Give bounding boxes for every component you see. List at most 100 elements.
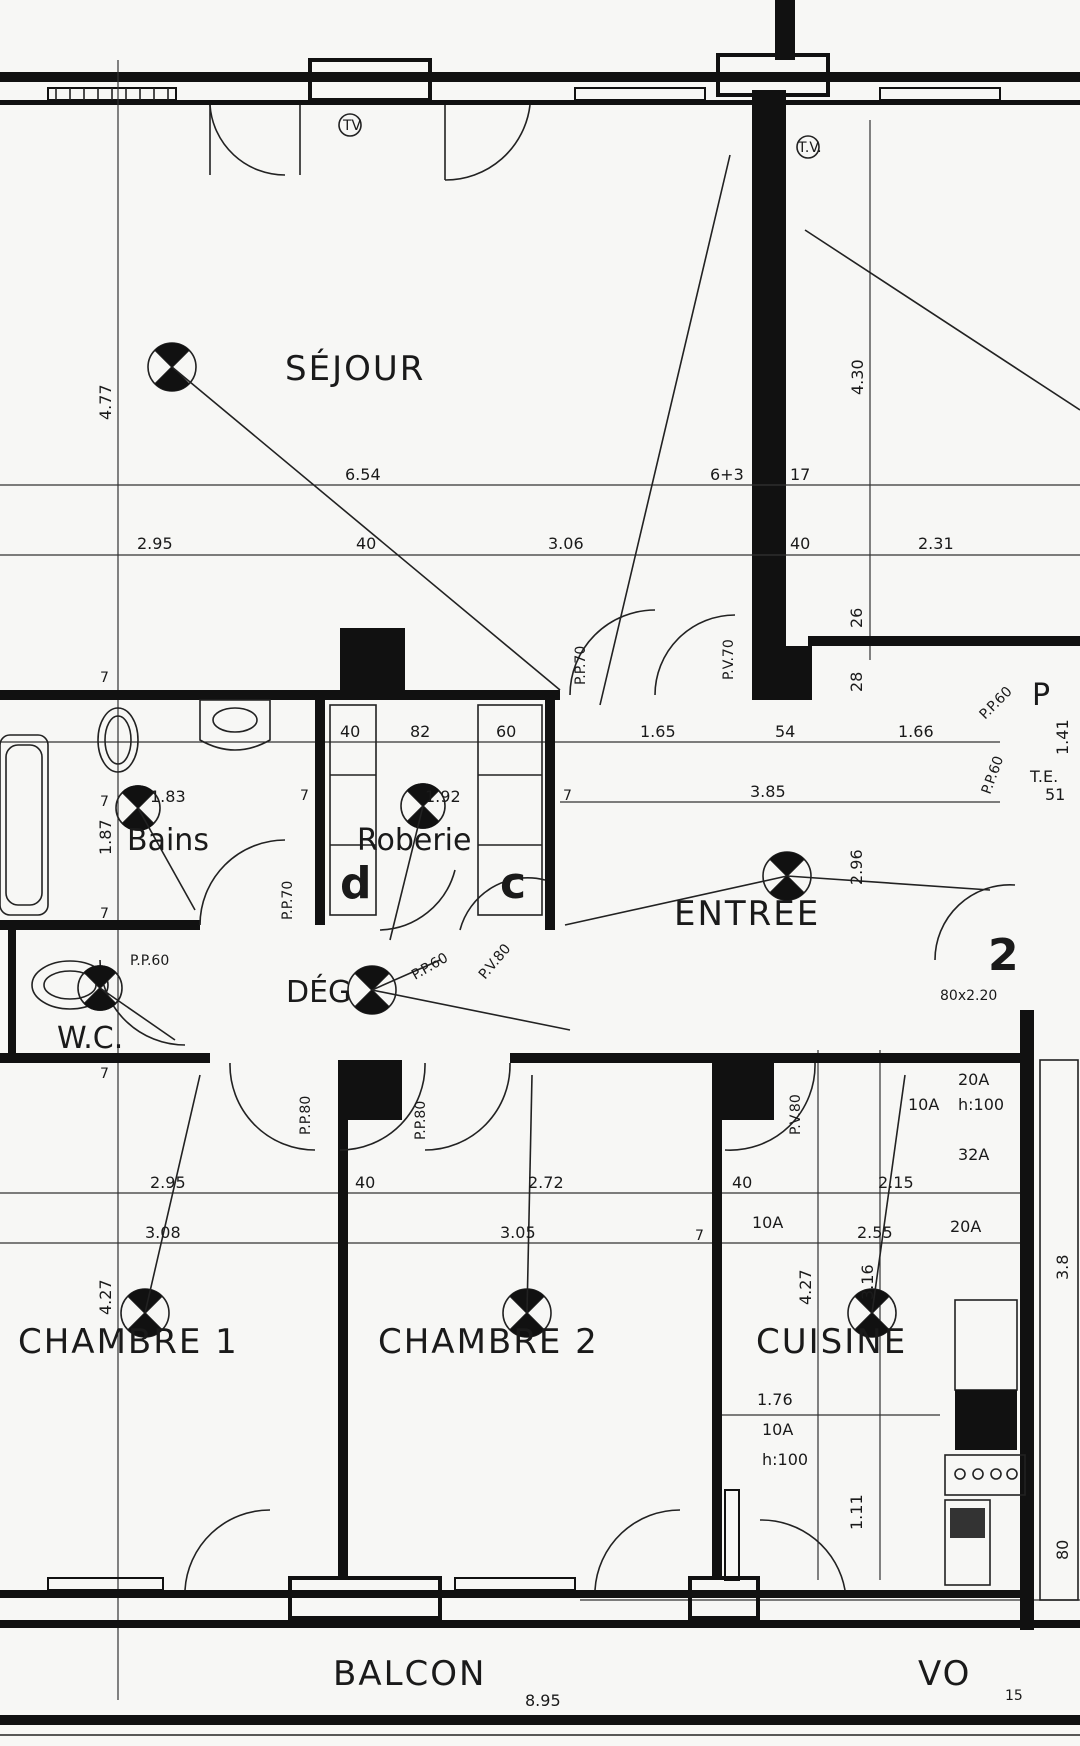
marker-c: c xyxy=(500,858,526,909)
electrical-label: h:100 xyxy=(762,1450,808,1469)
dimension-label: 82 xyxy=(410,722,430,741)
kitchen-appliances xyxy=(944,1059,1079,1601)
interior-walls xyxy=(0,628,1080,1630)
svg-text:TV: TV xyxy=(342,118,362,134)
structural-wall xyxy=(752,90,786,690)
dimension-label: 51 xyxy=(1045,785,1065,804)
electrical-label: 10A xyxy=(752,1213,783,1232)
dimension-label: 3.85 xyxy=(750,782,786,801)
room-label-vo: VO xyxy=(918,1654,971,1694)
marker-p: P xyxy=(1032,678,1050,713)
washbasin-icon xyxy=(199,699,271,751)
dimension-label: 8.95 xyxy=(525,1691,561,1710)
tv-socket-icon: T.V. xyxy=(796,135,822,159)
electrical-label: 20A xyxy=(950,1217,981,1236)
tv-socket-icon: TV xyxy=(338,113,362,137)
room-label-sejour: SÉJOUR xyxy=(285,348,425,389)
dimension-label: 7 xyxy=(100,906,109,922)
dimension-label: 3.8 xyxy=(1053,1255,1072,1280)
dimension-label: 6.54 xyxy=(345,465,381,484)
dimension-label: 60 xyxy=(496,722,516,741)
dimension-label: 26 xyxy=(847,608,866,628)
bottom-facade xyxy=(0,1489,1080,1736)
room-label-balcon: BALCON xyxy=(333,1654,486,1694)
room-label-wc: W.C. xyxy=(57,1021,123,1056)
dimension-label: 4.77 xyxy=(96,384,115,420)
top-facade xyxy=(0,0,1080,105)
wiring xyxy=(99,154,1080,1314)
svg-text:T.V.: T.V. xyxy=(797,140,822,156)
dimension-label: 6+3 xyxy=(710,465,744,484)
room-label-entree: ENTREE xyxy=(674,894,820,934)
room-label-chambre-2: CHAMBRE 2 xyxy=(378,1322,599,1362)
dimension-label: 1.87 xyxy=(96,819,115,855)
dimension-label: 15 xyxy=(1005,1688,1023,1704)
electrical-label: 10A xyxy=(908,1095,939,1114)
dimension-label: 1.65 xyxy=(640,722,676,741)
dimension-label: 2.72 xyxy=(528,1173,564,1192)
dimension-label: 2.95 xyxy=(137,534,173,553)
dimension-label: 3.16 xyxy=(858,1264,877,1300)
roberie-shelves xyxy=(329,704,543,916)
dimension-label: 7 xyxy=(100,1066,109,1082)
dimension-label: 40 xyxy=(790,534,810,553)
dimension-label: 4.27 xyxy=(96,1279,115,1315)
sejour-window-doors xyxy=(209,104,531,181)
dimension-label: 2.31 xyxy=(918,534,954,553)
dimension-label: 40 xyxy=(355,1173,375,1192)
dimension-label: 80 xyxy=(1053,1540,1072,1560)
dimension-label: 2.55 xyxy=(857,1223,893,1242)
dimension-labels: 6.54 6+3 17 2.95 40 3.06 40 2.31 4.77 4.… xyxy=(96,359,1072,1710)
dimension-label: 7 xyxy=(100,670,109,686)
dimension-label: 1.11 xyxy=(847,1494,866,1530)
ceiling-light-icon xyxy=(115,785,161,831)
dimension-label: 40 xyxy=(356,534,376,553)
electrical-label: h:100 xyxy=(958,1095,1004,1114)
dimension-label: 3.05 xyxy=(500,1223,536,1242)
door-label: P.P.80 xyxy=(298,1096,314,1135)
dimension-label: 1.92 xyxy=(425,787,461,806)
dimension-label: 7 xyxy=(100,794,109,810)
door-label: P.V.70 xyxy=(721,639,737,680)
dimension-label: 4.27 xyxy=(796,1269,815,1305)
door-label: P.P.70 xyxy=(573,646,589,685)
door-size-label: 80x2.20 xyxy=(940,988,997,1004)
dimension-label: 4.30 xyxy=(848,359,867,395)
dimension-label: 40 xyxy=(340,722,360,741)
dimension-label: 3.08 xyxy=(145,1223,181,1242)
room-label-bains: Bains xyxy=(127,823,209,858)
dimension-label: 40 xyxy=(732,1173,752,1192)
door-label: P.P.70 xyxy=(280,881,296,920)
dimension-label: 1.41 xyxy=(1053,719,1072,755)
dimension-label: 2.15 xyxy=(878,1173,914,1192)
ceiling-light-icon xyxy=(120,1288,170,1338)
door-label: P.V.80 xyxy=(788,1094,804,1135)
room-label-roberie: Roberie xyxy=(357,823,471,858)
dimension-label: 1.66 xyxy=(898,722,934,741)
dimension-label: 17 xyxy=(790,465,810,484)
dimension-label: 28 xyxy=(847,672,866,692)
dimension-lines xyxy=(0,60,1080,1700)
ceiling-light-icon xyxy=(147,342,197,392)
room-label-deg: DÉG xyxy=(286,974,351,1010)
toilet-icon xyxy=(97,707,139,773)
electrical-label: 20A xyxy=(958,1070,989,1089)
dimension-label: 1.83 xyxy=(150,787,186,806)
marker-2: 2 xyxy=(988,930,1019,981)
dimension-label: 2.95 xyxy=(150,1173,186,1192)
marker-d: d xyxy=(340,858,372,909)
room-label-cuisine: CUISINE xyxy=(756,1322,907,1362)
ceiling-light-icon xyxy=(400,783,446,829)
door-label: P.P.60 xyxy=(130,953,169,969)
dimension-label: 54 xyxy=(775,722,795,741)
electrical-label: 32A xyxy=(958,1145,989,1164)
dimension-label: 2.96 xyxy=(847,849,866,885)
dimension-label: 7 xyxy=(563,788,572,804)
dimension-label: 3.06 xyxy=(548,534,584,553)
marker-te: T.E. xyxy=(1029,767,1058,786)
dimension-label: 7 xyxy=(300,788,309,804)
door-label: P.P.80 xyxy=(413,1101,429,1140)
electrical-label: 10A xyxy=(762,1420,793,1439)
